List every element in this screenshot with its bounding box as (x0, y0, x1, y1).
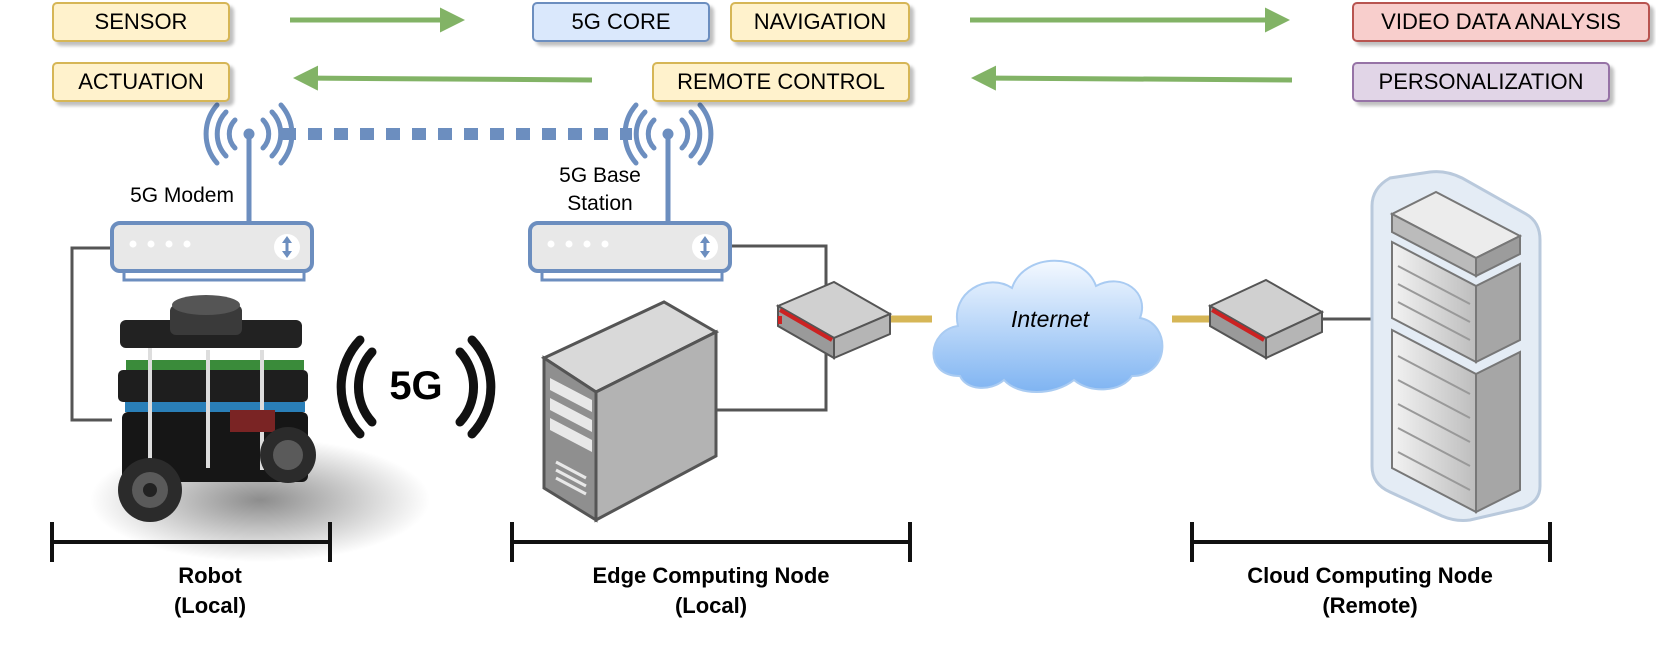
sensor-box: SENSOR (52, 2, 230, 42)
cloud-node-title: Cloud Computing Node (1247, 563, 1493, 588)
video-data-analysis-box: VIDEO DATA ANALYSIS (1352, 2, 1650, 42)
base-station-switch-cable (728, 244, 828, 296)
navigation-box: NAVIGATION (730, 2, 910, 42)
robot-node-subtitle: (Local) (173, 593, 247, 618)
5g-badge-label: 5G (389, 364, 443, 408)
robot-node-title: Robot (178, 563, 242, 588)
personalization-box: PERSONALIZATION (1352, 62, 1610, 102)
cloud-switch-icon (1207, 278, 1325, 360)
edge-node-title: Edge Computing Node (592, 563, 830, 588)
modem-device-icon (110, 221, 314, 282)
robot-range-bar (50, 522, 332, 562)
base-station-device-icon (528, 221, 732, 282)
edge-node-caption: Edge Computing Node (Local) (561, 561, 861, 621)
internet-label: Internet (1011, 306, 1089, 332)
edge-server-icon (540, 300, 720, 523)
base-station-label-line1: 5G Base (559, 164, 641, 187)
modem-label: 5G Modem (130, 184, 234, 207)
cloud-rack-icon (1370, 170, 1542, 522)
flow-arrow-core-to-actuation (293, 65, 593, 91)
5g-core-box: 5G CORE (532, 2, 710, 42)
actuation-box: ACTUATION (52, 62, 230, 102)
robot-node-caption: Robot (Local) (110, 561, 310, 621)
cloud-node-caption: Cloud Computing Node (Remote) (1220, 561, 1520, 621)
edge-range-bar (510, 522, 912, 562)
server-switch-cable (716, 350, 828, 412)
5g-signal-icon (336, 335, 496, 439)
base-station-antenna-icon (622, 102, 714, 227)
edge-switch-icon (775, 280, 893, 360)
remote-control-box: REMOTE CONTROL (652, 62, 910, 102)
internet-cloud-icon (932, 259, 1164, 393)
cloud-range-bar (1190, 522, 1552, 562)
robot-icon (90, 295, 430, 562)
base-station-label: 5G Base Station (540, 162, 660, 218)
flow-arrow-cloud-to-remote-control (971, 65, 1293, 91)
modem-antenna-icon (203, 102, 295, 227)
modem-robot-cable (70, 246, 112, 422)
cloud-node-subtitle: (Remote) (1322, 593, 1418, 618)
edge-node-subtitle: (Local) (674, 593, 748, 618)
base-station-label-line2: Station (567, 192, 633, 215)
